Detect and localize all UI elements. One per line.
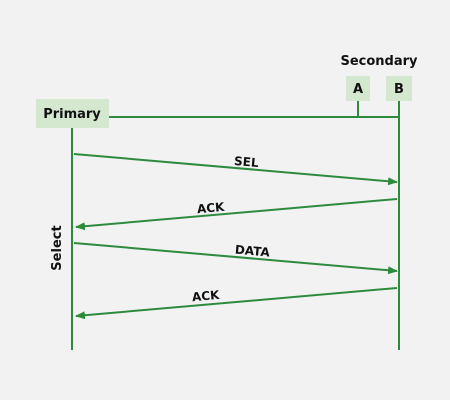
station-a-label: A xyxy=(353,82,363,97)
phase-label: Select xyxy=(50,225,65,270)
message-label-data: DATA xyxy=(234,243,271,260)
message-label-ack-2: ACK xyxy=(191,288,220,304)
primary-box xyxy=(36,99,109,128)
station-b-label: B xyxy=(394,82,404,97)
message-arrow-ack-2 xyxy=(75,287,398,320)
message-arrow-ack-1 xyxy=(75,198,398,231)
station-b-box xyxy=(386,76,412,101)
message-arrow-sel xyxy=(73,153,398,186)
station-a-box xyxy=(346,76,370,101)
message-label-ack-1: ACK xyxy=(196,200,225,216)
message-arrow-data xyxy=(73,242,398,275)
message-label-sel: SEL xyxy=(234,154,260,170)
primary-label: Primary xyxy=(43,107,101,122)
secondary-title: Secondary xyxy=(340,54,418,69)
